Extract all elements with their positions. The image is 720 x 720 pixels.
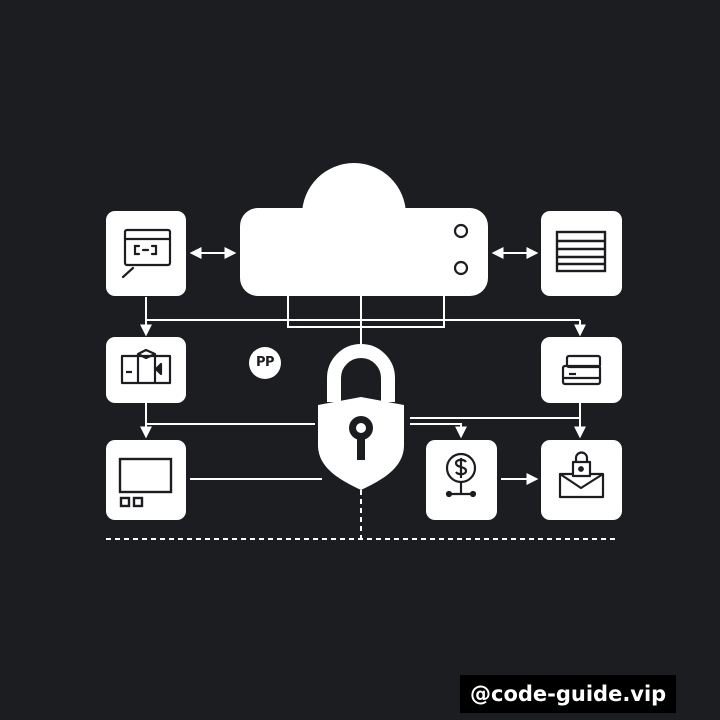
status-light: [453, 260, 469, 276]
status-light: [453, 223, 469, 239]
bus-right-mid: [410, 403, 581, 419]
connectors: [106, 247, 616, 540]
shield-lock-icon: [318, 344, 404, 490]
lock-to-coin: [410, 423, 467, 439]
document-list-icon: [541, 211, 622, 296]
cloud-bracket: [287, 296, 445, 328]
watermark: @code-guide.vip: [460, 675, 677, 713]
bus-upper: [145, 297, 580, 321]
cloud-server-icon: [240, 163, 488, 296]
secure-envelope-icon: [541, 440, 622, 520]
pp-badge: PP: [249, 347, 281, 379]
credit-cards-icon: [541, 337, 622, 403]
monitor-icon: [106, 440, 186, 520]
dollar-coin-icon: [426, 440, 497, 520]
bus-left-mid: [145, 403, 315, 425]
box-package-icon: [106, 337, 186, 403]
payment-terminal-icon: [106, 211, 186, 296]
